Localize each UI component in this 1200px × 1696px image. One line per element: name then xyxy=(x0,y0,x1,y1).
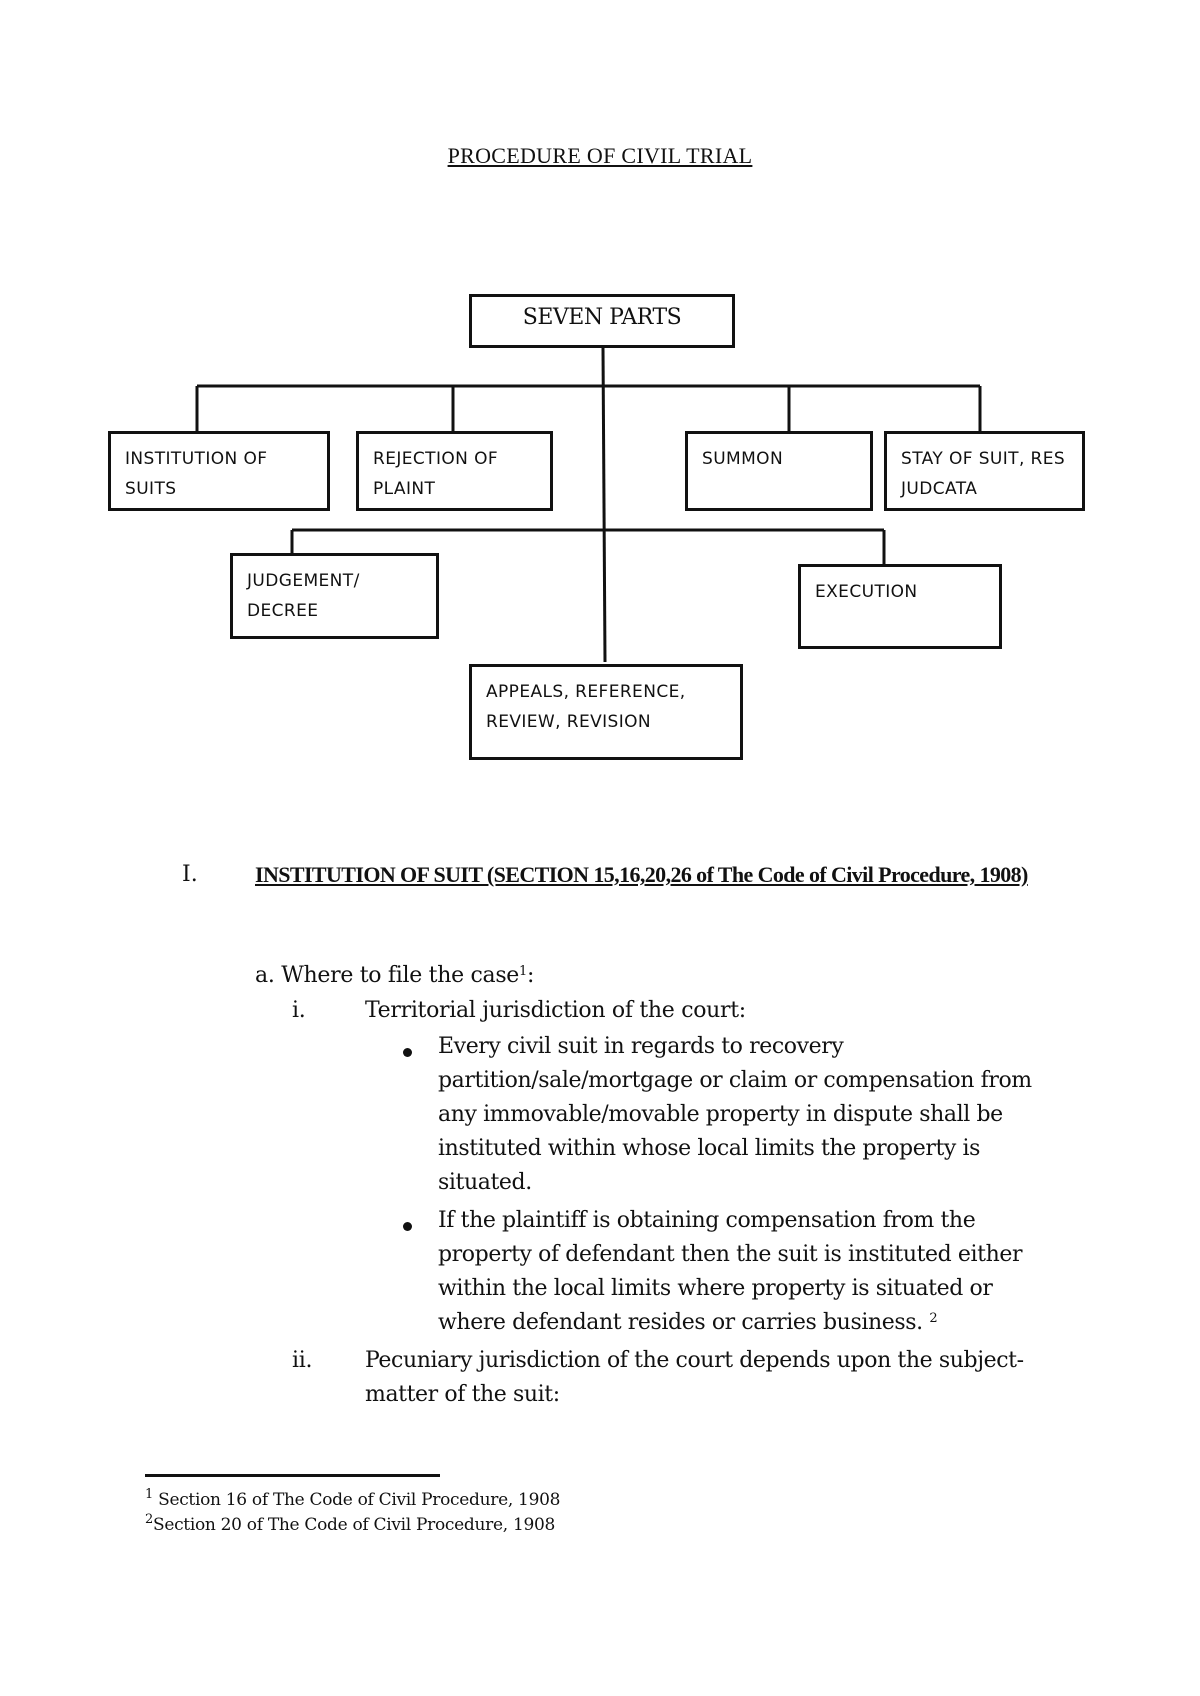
node-seven-parts-label: SEVEN PARTS xyxy=(522,305,682,330)
item-ii-marker: ii. xyxy=(292,1348,313,1373)
footnote-2-text: Section 20 of The Code of Civil Procedur… xyxy=(152,1515,556,1535)
node-execution-label: EXECUTION xyxy=(815,582,918,602)
node-summon-label: SUMMON xyxy=(702,449,784,469)
node-rejection-of-plaint-label: REJECTION OF PLAINT xyxy=(373,449,499,499)
item-a-text: Where to file the case xyxy=(281,963,520,988)
node-execution: EXECUTION xyxy=(798,564,1002,649)
node-institution-of-suits-label: INSTITUTION OF SUITS xyxy=(125,449,268,499)
node-stay-of-suit: STAY OF SUIT, RES JUDCATA xyxy=(884,431,1085,511)
footnote-separator xyxy=(145,1474,440,1477)
node-seven-parts: SEVEN PARTS xyxy=(469,294,735,348)
node-institution-of-suits: INSTITUTION OF SUITS xyxy=(108,431,330,511)
node-summon: SUMMON xyxy=(685,431,873,511)
trunk-line xyxy=(601,347,607,663)
item-i-marker: i. xyxy=(292,998,306,1023)
footnote-ref-1: 1 xyxy=(519,964,528,979)
section-number: I. xyxy=(182,862,198,887)
bullet-dot-2 xyxy=(403,1222,412,1231)
node-appeals-label: APPEALS, REFERENCE, REVIEW, REVISION xyxy=(486,682,686,732)
footnote-2-ref: 2 xyxy=(145,1512,153,1527)
node-judgement-decree-label: JUDGEMENT/ DECREE xyxy=(247,571,360,621)
item-a-suffix: : xyxy=(527,963,535,988)
connector-lines xyxy=(195,347,982,663)
bullet-text-2: If the plaintiff is obtaining compensati… xyxy=(438,1204,1043,1340)
bullet-1-text: Every civil suit in regards to recovery … xyxy=(438,1034,1032,1195)
node-judgement-decree: JUDGEMENT/ DECREE xyxy=(230,553,439,639)
item-i-text: Territorial jurisdiction of the court: xyxy=(365,998,746,1023)
footnote-ref-2: 2 xyxy=(929,1311,938,1326)
footnote-1: 1 Section 16 of The Code of Civil Proced… xyxy=(145,1487,561,1510)
node-stay-of-suit-label: STAY OF SUIT, RES JUDCATA xyxy=(901,449,1066,499)
diagram-connectors xyxy=(195,347,982,663)
footnote-2: 2Section 20 of The Code of Civil Procedu… xyxy=(145,1512,556,1535)
bullet-text-1: Every civil suit in regards to recovery … xyxy=(438,1030,1058,1200)
bullet-2-text: If the plaintiff is obtaining compensati… xyxy=(438,1208,1023,1335)
footnote-1-text: Section 16 of The Code of Civil Procedur… xyxy=(158,1490,561,1510)
page-title: PROCEDURE OF CIVIL TRIAL xyxy=(447,143,753,168)
item-a-marker: a. xyxy=(255,963,275,988)
node-rejection-of-plaint: REJECTION OF PLAINT xyxy=(356,431,553,511)
footnote-1-ref: 1 xyxy=(145,1487,153,1502)
node-appeals: APPEALS, REFERENCE, REVIEW, REVISION xyxy=(469,664,743,760)
bullet-dot-1 xyxy=(403,1048,412,1057)
section-heading: INSTITUTION OF SUIT (SECTION 15,16,20,26… xyxy=(255,862,1028,887)
item-ii-text: Pecuniary jurisdiction of the court depe… xyxy=(365,1348,1024,1407)
item-a: a. Where to file the case1: xyxy=(255,959,534,993)
